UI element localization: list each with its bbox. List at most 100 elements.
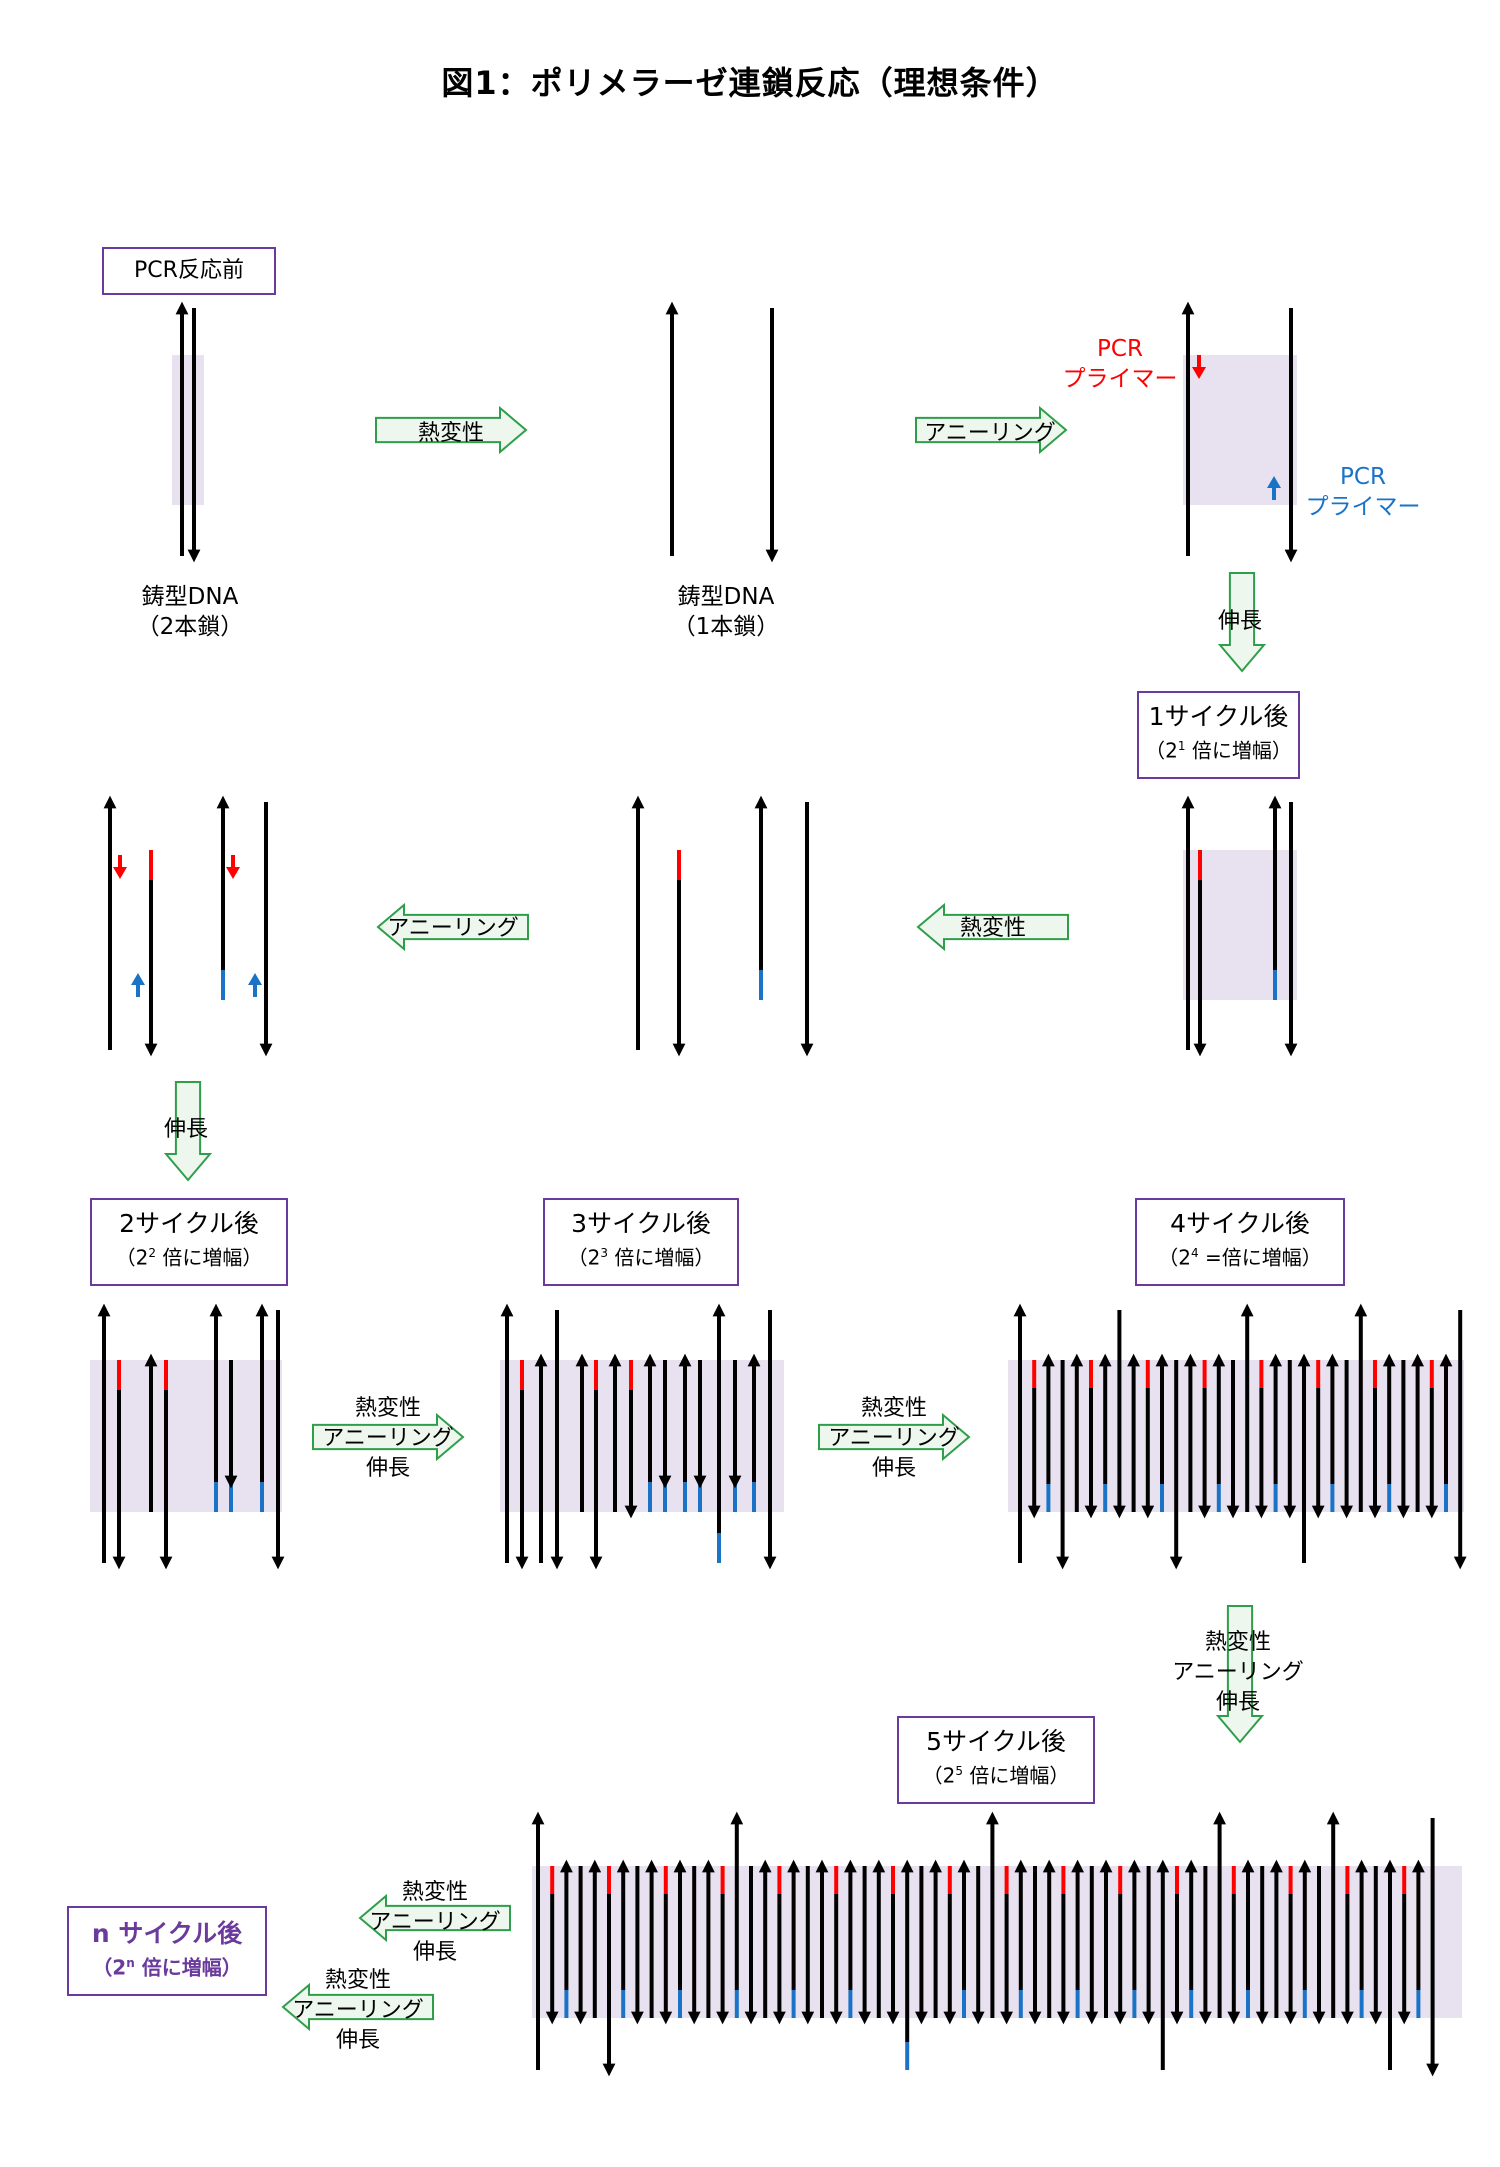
cycle-2-factor-pre: （2 <box>115 1245 149 1270</box>
cycle-4-factor-pre: （2 <box>1158 1245 1191 1270</box>
primer-forward-arrow <box>1192 355 1206 379</box>
cycle-5-factor: （25 倍に増幅） <box>899 1758 1093 1789</box>
cycle-n-factor: （2n 倍に増幅） <box>69 1950 265 1981</box>
step-group-4-extend: 伸長 <box>871 1456 916 1481</box>
denature-arrow-1 <box>375 405 528 455</box>
cycle-5-factor-exp: 5 <box>955 1764 963 1778</box>
cycle-2-title: 2サイクル後 <box>119 1209 259 1238</box>
cycle-2-box: 2サイクル後 （22 倍に増幅） <box>90 1198 288 1286</box>
step-anneal-2: アニーリング <box>387 916 519 941</box>
cycle-2-factor-post: 倍に増幅） <box>156 1245 263 1270</box>
cycle-arrow-7 <box>281 1982 434 2032</box>
cycle-4-title: 4サイクル後 <box>1170 1209 1310 1238</box>
cycle-3-title: 3サイクル後 <box>571 1209 711 1238</box>
cycle-arrow-5 <box>1215 1605 1265 1744</box>
step-group-5-anneal: アニーリング <box>1172 1660 1304 1685</box>
step-group-5: 熱変性 アニーリング 伸長 <box>1163 1628 1313 1718</box>
step-denature-1: 熱変性 <box>417 421 484 446</box>
primer-forward-arrow-head <box>1192 367 1206 379</box>
step-group-3-extend: 伸長 <box>365 1456 410 1481</box>
a2-primer-r2-head <box>248 973 262 985</box>
step-group-5-denature: 熱変性 <box>1204 1630 1271 1655</box>
a2-primer-f1-head <box>113 867 127 879</box>
denature-arrow-2 <box>916 902 1069 952</box>
before-pcr-label: PCR反応前 <box>102 247 276 295</box>
cycle-2-factor-exp: 2 <box>148 1246 156 1260</box>
figure-title: 図1：ポリメラーゼ連鎖反応（理想条件） <box>441 64 1059 102</box>
step-group-7-anneal: アニーリング <box>292 1998 424 2023</box>
a2-primer-r2 <box>248 973 262 997</box>
step-group-6-denature: 熱変性 <box>401 1880 468 1905</box>
before-pcr-text: PCR反応前 <box>134 258 244 283</box>
template-ss-label: 鋳型DNA （1本鎖） <box>646 582 806 642</box>
primer-forward-line2: プライマー <box>1062 366 1178 392</box>
cycle-arrow-6 <box>358 1893 511 1943</box>
cycle-1-box: 1サイクル後 （21 倍に増幅） <box>1137 691 1300 779</box>
template-ds-line2: （2本鎖） <box>136 614 244 640</box>
cycle-1-factor-post: 倍に増幅） <box>1185 738 1292 763</box>
step-group-4: 熱変性 アニーリング 伸長 <box>819 1394 969 1484</box>
primer-forward-line1: PCR <box>1097 336 1143 362</box>
cycle-1-factor-pre: （2 <box>1145 738 1178 763</box>
primer-reverse-line1: PCR <box>1340 464 1386 490</box>
cycle-5-factor-pre: （2 <box>922 1763 956 1788</box>
anneal-arrow-1 <box>915 405 1068 455</box>
cycle-4-factor: （24 =倍に増幅） <box>1137 1240 1343 1271</box>
cycle-4-box: 4サイクル後 （24 =倍に増幅） <box>1135 1198 1345 1286</box>
cycle-n-box: n サイクル後 （2n 倍に増幅） <box>67 1906 267 1996</box>
template-ds-label: 鋳型DNA （2本鎖） <box>110 582 270 642</box>
step-group-3: 熱変性 アニーリング 伸長 <box>313 1394 463 1484</box>
cycle-1-factor: （21 倍に増幅） <box>1139 733 1298 764</box>
highlight-before <box>172 355 204 505</box>
primer-forward-label: PCR プライマー <box>1050 334 1190 394</box>
cycle-3-box: 3サイクル後 （23 倍に増幅） <box>543 1198 739 1286</box>
cycle-2-factor: （22 倍に増幅） <box>92 1240 286 1271</box>
template-ds-line1: 鋳型DNA <box>141 584 239 610</box>
cycle-n-title: n サイクル後 <box>91 1919 243 1948</box>
primer-reverse-arrow-head <box>1267 476 1281 488</box>
step-group-7-extend: 伸長 <box>335 2028 380 2053</box>
cycle-5-factor-post: 倍に増幅） <box>963 1763 1070 1788</box>
a2-primer-f2 <box>226 855 240 879</box>
step-group-4-denature: 熱変性 <box>860 1396 927 1421</box>
cycle-1-title: 1サイクル後 <box>1148 702 1289 731</box>
extend-arrow-1 <box>1217 572 1267 673</box>
step-denature-2: 熱変性 <box>959 916 1026 941</box>
a2-primer-f1 <box>113 855 127 879</box>
cycle-5-title: 5サイクル後 <box>926 1727 1066 1756</box>
a2-primer-r1-head <box>131 973 145 985</box>
a2-primer-f2-head <box>226 867 240 879</box>
cycle-3-factor-exp: 3 <box>600 1246 608 1260</box>
extend-arrow-2 <box>163 1081 213 1182</box>
step-group-5-extend: 伸長 <box>1215 1690 1260 1715</box>
primer-reverse-arrow <box>1267 476 1281 500</box>
cycle-n-factor-exp: n <box>126 1956 135 1970</box>
highlight-anneal <box>1183 355 1297 505</box>
cycle-4-factor-post: =倍に増幅） <box>1198 1245 1322 1270</box>
step-group-6-extend: 伸長 <box>412 1940 457 1965</box>
step-extend-2: 伸長 <box>163 1117 208 1142</box>
step-anneal-1: アニーリング <box>924 421 1056 446</box>
cycle-4-factor-exp: 4 <box>1190 1246 1199 1260</box>
a2-primer-r1 <box>131 973 145 997</box>
step-group-7: 熱変性 アニーリング 伸長 <box>283 1966 433 2056</box>
highlight-cycle2 <box>90 1360 282 1512</box>
primer-reverse-label: PCR プライマー <box>1293 462 1433 522</box>
template-ss-line2: （1本鎖） <box>672 614 780 640</box>
cycle-5-box: 5サイクル後 （25 倍に増幅） <box>897 1716 1095 1804</box>
cycle-n-factor-pre: （2 <box>92 1955 127 1980</box>
step-group-4-anneal: アニーリング <box>828 1426 960 1451</box>
cycle-arrow-4 <box>818 1412 971 1462</box>
primer-reverse-line2: プライマー <box>1305 494 1421 520</box>
step-group-6-anneal: アニーリング <box>369 1910 501 1935</box>
cycle-3-factor-pre: （2 <box>567 1245 601 1270</box>
step-group-7-denature: 熱変性 <box>324 1968 391 1993</box>
cycle-arrow-3 <box>312 1412 465 1462</box>
step-group-6: 熱変性 アニーリング 伸長 <box>360 1878 510 1968</box>
cycle-3-factor-post: 倍に増幅） <box>608 1245 715 1270</box>
highlight-cycle5 <box>532 1866 1462 2018</box>
cycle-n-factor-post: 倍に増幅） <box>134 1955 242 1980</box>
anneal-arrow-2 <box>376 902 529 952</box>
